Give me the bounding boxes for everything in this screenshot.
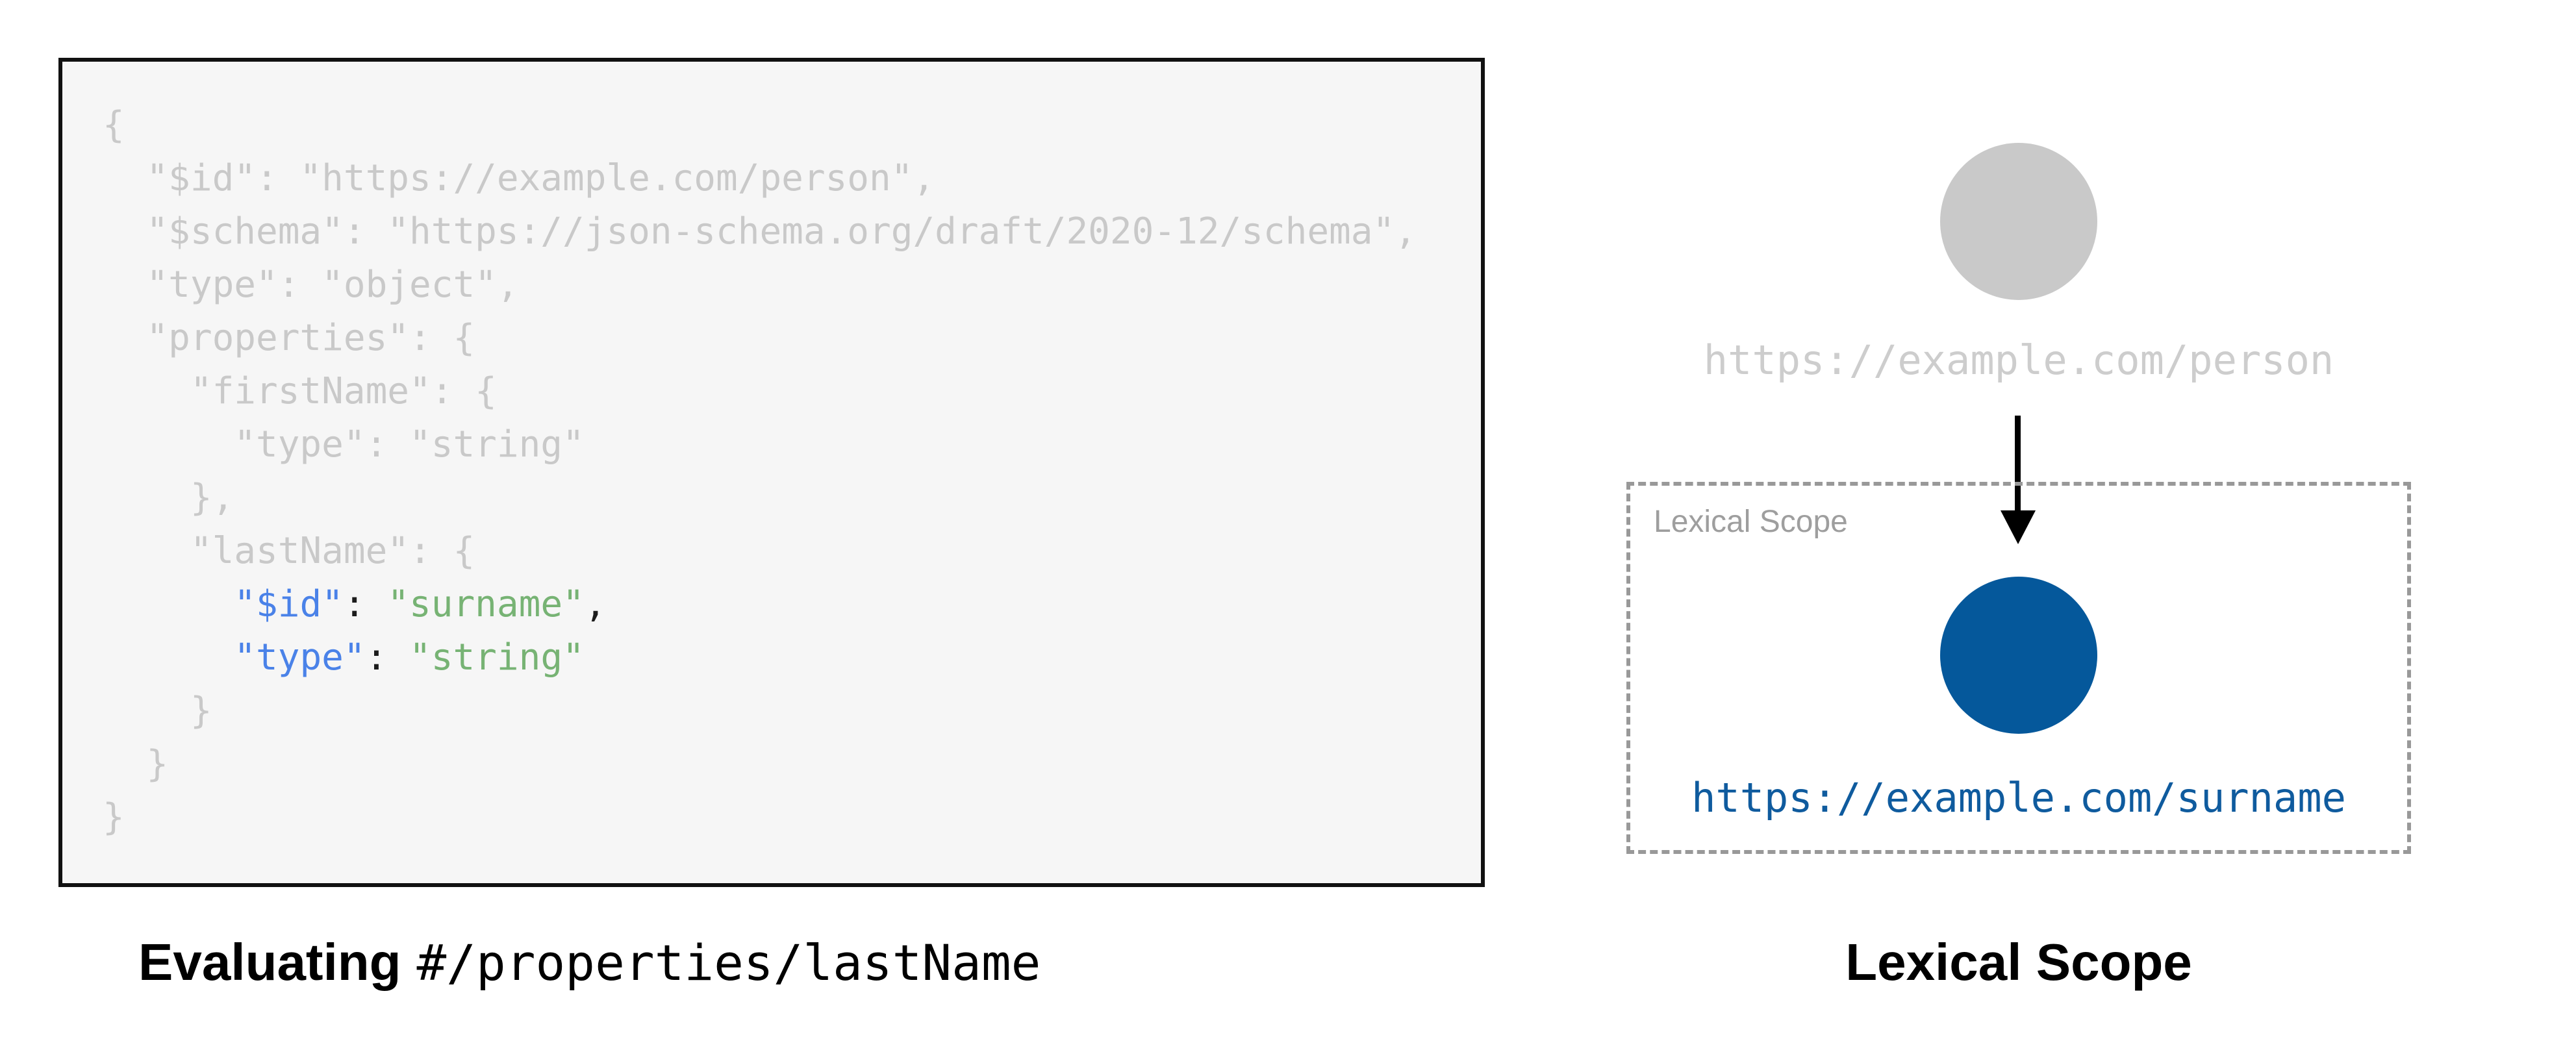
code-line: } bbox=[103, 738, 1417, 791]
code-segment-muted: } bbox=[103, 690, 212, 732]
code-line: "$id": "surname", bbox=[103, 578, 1417, 631]
code-line: { bbox=[103, 99, 1417, 152]
code-segment-muted: "properties": { bbox=[103, 317, 475, 359]
code-line: "$schema": "https://json-schema.org/draf… bbox=[103, 205, 1417, 258]
code-segment-muted: "type": "object", bbox=[103, 264, 519, 306]
code-segment-key: "type" bbox=[234, 636, 366, 679]
code-line: "firstName": { bbox=[103, 365, 1417, 418]
evaluating-caption-bold: Evaluating bbox=[138, 933, 401, 991]
evaluating-caption: Evaluating #/properties/lastName bbox=[138, 930, 1041, 995]
code-line: "lastName": { bbox=[103, 525, 1417, 578]
down-arrow-shaft bbox=[2015, 416, 2021, 510]
code-line: } bbox=[103, 684, 1417, 738]
lexical-scope-box-label: Lexical Scope bbox=[1654, 505, 1848, 539]
code-segment-muted: { bbox=[103, 104, 125, 146]
evaluating-caption-pointer: #/properties/lastName bbox=[416, 934, 1041, 992]
json-schema-code-box: { "$id": "https://example.com/person", "… bbox=[58, 58, 1485, 887]
child-schema-url-label: https://example.com/surname bbox=[1691, 774, 2346, 821]
code-line: }, bbox=[103, 471, 1417, 525]
code-segment-muted: "lastName": { bbox=[103, 530, 475, 572]
code-line: "type": "string" bbox=[103, 418, 1417, 471]
code-lines: { "$id": "https://example.com/person", "… bbox=[103, 99, 1417, 844]
code-line: "$id": "https://example.com/person", bbox=[103, 152, 1417, 205]
code-segment-str: "string" bbox=[409, 636, 585, 679]
down-arrow-icon bbox=[2001, 510, 2036, 544]
code-line: "type": "object", bbox=[103, 258, 1417, 312]
child-schema-node-circle bbox=[1940, 577, 2097, 734]
code-line: "type": "string" bbox=[103, 631, 1417, 684]
code-segment-muted: "$schema": "https://json-schema.org/draf… bbox=[103, 210, 1417, 253]
code-segment-muted: }, bbox=[103, 477, 234, 519]
code-segment-str: "surname" bbox=[387, 583, 585, 625]
code-segment-muted: "type": "string" bbox=[103, 423, 585, 466]
code-segment-muted: } bbox=[103, 796, 125, 838]
code-segment-punct: : bbox=[343, 583, 388, 625]
code-segment-key: "$id" bbox=[234, 583, 344, 625]
code-segment-muted: "firstName": { bbox=[103, 370, 497, 412]
diagram-caption: Lexical Scope bbox=[1845, 933, 2192, 991]
code-segment-punct: : bbox=[365, 636, 410, 679]
code-line: } bbox=[103, 791, 1417, 844]
parent-schema-node-circle bbox=[1940, 143, 2097, 300]
code-segment-muted: } bbox=[103, 743, 169, 785]
code-segment-muted: "$id": "https://example.com/person", bbox=[103, 157, 935, 199]
code-line: "properties": { bbox=[103, 312, 1417, 365]
parent-schema-url-label: https://example.com/person bbox=[1703, 336, 2334, 384]
code-segment-punct: , bbox=[584, 583, 607, 625]
lexical-scope-box: Lexical Scope bbox=[1626, 482, 2411, 854]
